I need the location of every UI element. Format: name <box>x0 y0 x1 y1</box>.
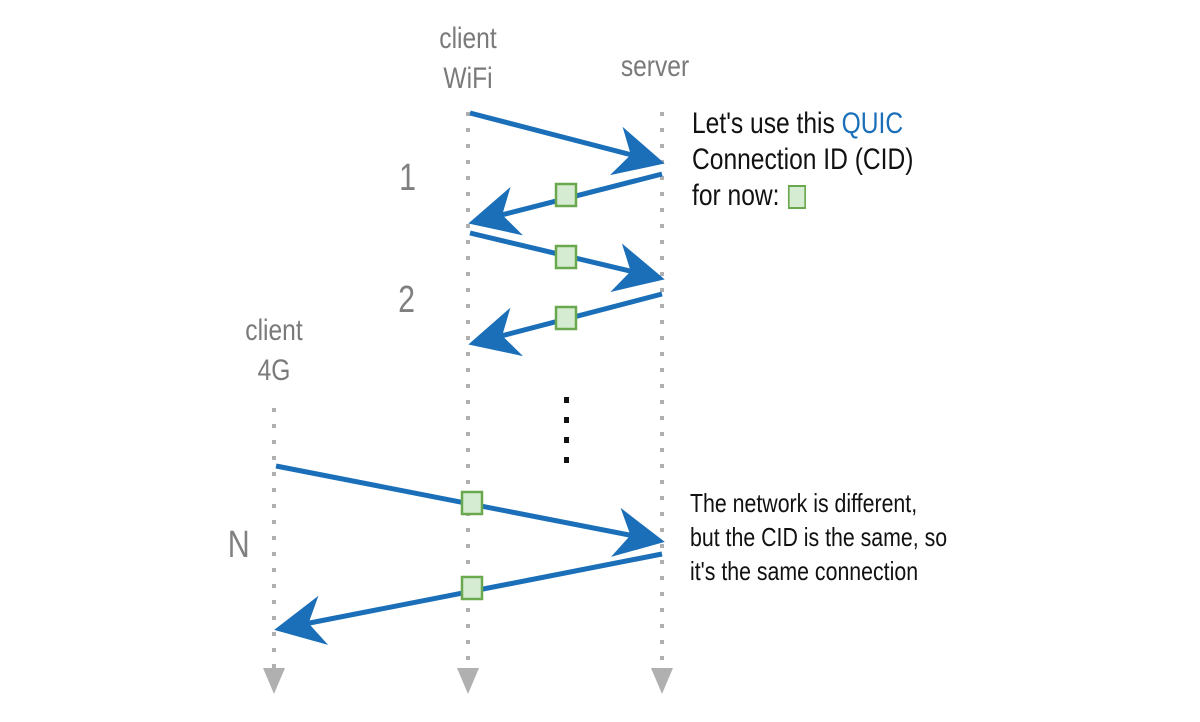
lifeline-end-client-4g <box>263 668 285 694</box>
note-same-connection: The network is different, but the CID is… <box>690 486 947 588</box>
cid-packet <box>554 244 578 270</box>
cid-packet <box>554 182 578 208</box>
note-line-3: it's the same connection <box>690 556 919 586</box>
note-text: for now: <box>692 179 780 212</box>
step-label-n: N <box>227 524 250 566</box>
lane-label-line: server <box>620 50 690 83</box>
lane-label-client-4g: client 4G <box>233 314 315 388</box>
lifeline-end-server <box>651 668 673 694</box>
cid-packet <box>460 575 484 601</box>
note-accent-quic: QUIC <box>841 107 904 140</box>
ellipsis <box>564 397 569 463</box>
lane-label-line: client <box>439 22 497 55</box>
lane-label-line: client <box>245 314 303 347</box>
lane-label-line: 4G <box>257 354 291 387</box>
note-line-2: Connection ID (CID) <box>692 143 914 176</box>
note-line-1: The network is different, <box>690 488 918 518</box>
note-text: Let's use this <box>692 107 842 140</box>
step-label-1: 1 <box>399 157 417 199</box>
message-1-request <box>469 110 665 176</box>
lane-label-server: server <box>610 50 700 84</box>
note-cid-assignment: Let's use this QUIC Connection ID (CID) … <box>692 106 913 214</box>
cid-packet-legend <box>787 185 806 209</box>
note-line-2: but the CID is the same, so <box>690 522 948 552</box>
cid-packet <box>554 305 578 331</box>
lane-label-client-wifi: client WiFi <box>427 22 509 96</box>
step-label-2: 2 <box>398 279 416 321</box>
cid-packet <box>460 490 484 516</box>
note-line-1: Let's use this QUIC <box>692 106 913 142</box>
note-line-3: for now: <box>692 178 913 214</box>
lifeline-end-client-wifi <box>457 668 479 694</box>
lane-label-line: WiFi <box>443 62 493 95</box>
